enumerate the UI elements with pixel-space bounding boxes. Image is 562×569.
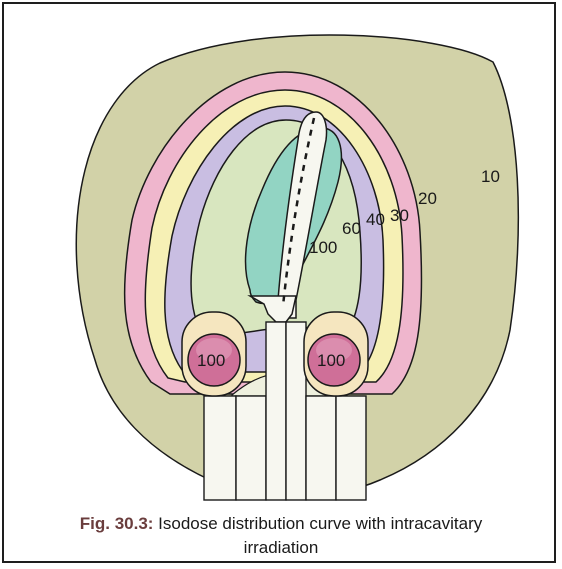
isodose-label-10: 10 — [481, 167, 500, 186]
figure-number: Fig. 30.3: — [80, 514, 154, 533]
ovoid-left-dose-label: 100 — [197, 351, 225, 370]
ovoid-right-dose-label: 100 — [317, 351, 345, 370]
figure-caption: Fig. 30.3: Isodose distribution curve wi… — [0, 512, 562, 560]
caption-text-line1: Isodose distribution curve with intracav… — [153, 514, 482, 533]
isodose-label-30: 30 — [390, 206, 409, 225]
isodose-label-100: 100 — [309, 238, 337, 257]
isodose-label-60: 60 — [342, 219, 361, 238]
caption-text-line2: irradiation — [0, 536, 562, 560]
isodose-label-40: 40 — [366, 210, 385, 229]
isodose-label-20: 20 — [418, 189, 437, 208]
